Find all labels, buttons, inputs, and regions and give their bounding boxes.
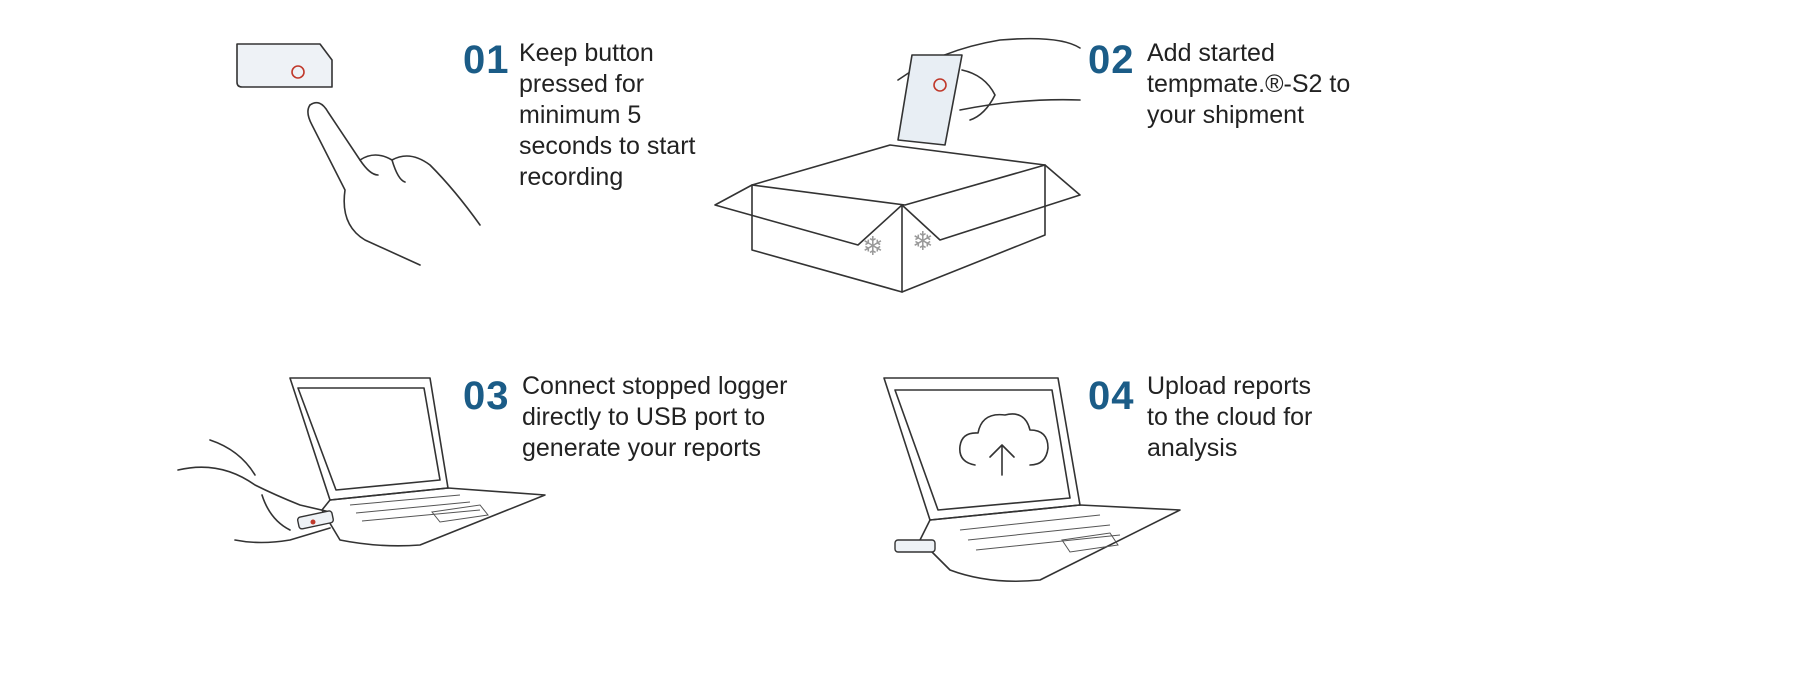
laptop-icon-step4 [883, 377, 1181, 583]
step-1-line: seconds to start [519, 132, 696, 160]
step-4-line: Upload reports [1147, 372, 1311, 400]
step-1-text: Keep button pressed for minimum 5 second… [519, 38, 695, 193]
step-4-line: analysis [1147, 434, 1238, 462]
step-2-line: Add started [1147, 39, 1275, 67]
step-3-text: Connect stopped logger directly to USB p… [522, 371, 787, 464]
brand-bold: temp [1147, 70, 1203, 98]
step-1-line: pressed for [519, 70, 645, 98]
step-1-line: Keep button [519, 39, 654, 67]
step-2-text: Add started tempmate.®-S2 to your shipme… [1147, 38, 1350, 131]
step-3-number: 03 [463, 374, 510, 418]
pressing-finger-icon [307, 101, 481, 266]
step-1-line: recording [519, 163, 624, 191]
step-3-line: Connect stopped logger [522, 372, 788, 400]
step-2-line: your shipment [1147, 101, 1305, 129]
hand-holding-logger-icon [897, 37, 1081, 146]
logger-device-icon [236, 43, 333, 88]
step-2-number: 02 [1088, 38, 1135, 82]
step-2-line-end: to [1329, 70, 1351, 98]
laptop-icon-step3 [289, 377, 546, 547]
svg-text:❄: ❄ [862, 231, 884, 261]
step-4-number: 04 [1088, 374, 1135, 418]
step-3-line: generate your reports [522, 434, 762, 462]
svg-text:❄: ❄ [912, 226, 934, 256]
step-3-line: directly to USB port to [522, 403, 766, 431]
shipment-box-icon: ❄ ❄ [714, 144, 1081, 293]
brand-rest: mate.®-S2 [1202, 70, 1323, 98]
step-1-line: minimum 5 [519, 101, 642, 129]
step-4-line: to the cloud for [1147, 403, 1313, 431]
step-2-line: tempmate.®-S2 to [1147, 69, 1350, 100]
step-1-number: 01 [463, 38, 510, 82]
hand-plugging-usb-icon [177, 439, 334, 544]
cloud-upload-icon [958, 413, 1049, 476]
step-4-text: Upload reports to the cloud for analysis [1147, 371, 1312, 464]
